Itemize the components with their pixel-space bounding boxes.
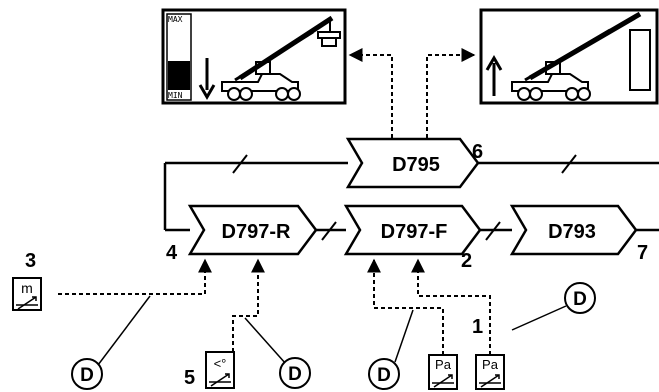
length-sensor-label: m [21, 280, 33, 296]
sensor-symbol-icon [432, 374, 454, 388]
callout-d-4-label: D [573, 289, 587, 310]
display-panel-lowering: MAX MIN [161, 8, 347, 105]
angle-sensor: <° [205, 351, 235, 389]
callout-d-1-label: D [80, 365, 94, 386]
label-2: 2 [461, 250, 472, 272]
angle-sensor-label: <° [214, 356, 227, 371]
sensor-symbol-icon [479, 374, 501, 388]
min-label: MIN [168, 91, 183, 100]
pressure-sensor-a-label: Pa [435, 357, 452, 372]
label-4: 4 [166, 242, 178, 264]
label-5: 5 [184, 367, 195, 389]
callout-d-3-label: D [377, 365, 391, 386]
callout-leaders [97, 295, 567, 366]
callout-d-2-label: D [288, 364, 302, 385]
pressure-sensor-b: Pa [475, 354, 505, 390]
node-d793[interactable]: D793 [509, 204, 638, 256]
display-panel-lifting [479, 8, 659, 105]
can-bus-loop [163, 161, 659, 232]
callout-d-1: D [71, 358, 103, 390]
label-7: 7 [637, 242, 648, 264]
node-d793-label: D793 [548, 221, 596, 243]
sensor-symbol-icon [16, 296, 38, 310]
label-1: 1 [472, 316, 483, 338]
node-d797-f-label: D797-F [381, 221, 448, 243]
arrow-up-icon [485, 55, 503, 96]
signal-links-top [348, 48, 476, 138]
node-d797-f[interactable]: D797-F [343, 204, 482, 256]
label-3: 3 [25, 250, 36, 272]
pressure-sensor-b-label: Pa [482, 357, 499, 372]
container-icon [629, 29, 651, 91]
pressure-sensor-a: Pa [428, 354, 458, 390]
reach-stacker-icon [221, 15, 341, 101]
label-6: 6 [472, 141, 483, 163]
sensor-symbol-icon [209, 373, 231, 387]
node-d795[interactable]: D795 [345, 137, 480, 189]
bus-break-marks [232, 154, 577, 241]
callout-d-4: D [564, 282, 596, 314]
max-label: MAX [168, 15, 183, 24]
reach-stacker-raised-icon [511, 11, 651, 101]
callout-d-3: D [368, 358, 400, 390]
sensor-links [58, 258, 491, 355]
length-sensor: m [12, 277, 42, 311]
node-d797-r[interactable]: D797-R [187, 204, 318, 256]
callout-d-2: D [279, 357, 311, 389]
arrow-down-icon [198, 58, 216, 100]
node-d797-r-label: D797-R [222, 221, 291, 243]
level-fill [168, 61, 190, 90]
node-d795-label: D795 [392, 154, 440, 176]
